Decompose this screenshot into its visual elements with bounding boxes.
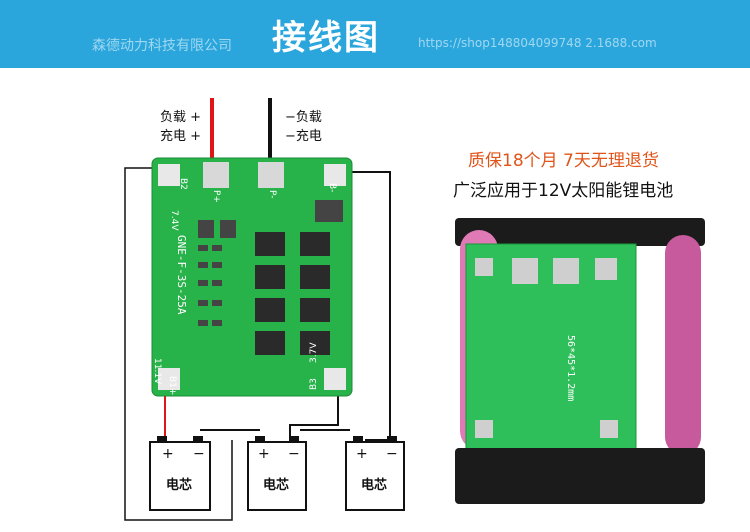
header-banner: 森德动力科技有限公司 接线图 https://shop148804099748 … — [0, 0, 750, 68]
svg-text:−: − — [386, 446, 398, 462]
pcb-bminus-label: B- — [327, 183, 337, 192]
bminus-wire — [318, 171, 391, 441]
pplus-pad — [203, 162, 229, 188]
bminus-pad — [324, 164, 346, 186]
b1-pad — [158, 368, 180, 390]
cell-3: +− — [345, 436, 405, 511]
pcb-37v-label: 3.7V — [309, 342, 319, 363]
pcb-b3-label: B3 — [309, 378, 319, 390]
pcb-model: GNE-F-3S-25A — [175, 235, 188, 315]
svg-text:−: − — [288, 446, 300, 462]
pcb-74v-label: 7.4V — [169, 210, 179, 231]
pcb-pplus-label: P+ — [211, 190, 221, 203]
board-dimension: 56*45*1.2mm — [565, 335, 576, 401]
cell-2-label: 电芯 — [263, 478, 290, 493]
svg-text:+: + — [356, 446, 368, 462]
b3-pad — [324, 368, 346, 390]
mosfet-array — [255, 232, 330, 355]
shop-url: https://shop148804099748 2.1688.com — [418, 36, 657, 50]
product-photo: 56*45*1.2mm — [455, 218, 705, 504]
b2-wire — [124, 167, 233, 521]
pcb-111v-label: 11.1V — [152, 358, 162, 385]
pcb-b2-label: B2 — [178, 178, 188, 190]
neg-charge-label: −充电 — [285, 129, 322, 144]
small-components — [198, 200, 343, 326]
promo-text: 质保18个月 7天无理退货 — [468, 151, 659, 171]
cell-1: +− — [149, 436, 211, 511]
pos-load-label: 负载 + — [160, 110, 202, 125]
company-name: 森德动力科技有限公司 — [92, 38, 232, 54]
cell-2: +− — [247, 436, 307, 511]
pcb-b1-label: B1+ — [167, 376, 177, 395]
pos-charge-label: 充电 + — [160, 129, 202, 144]
svg-text:+: + — [258, 446, 270, 462]
b2-pad — [158, 164, 180, 186]
pcb-pminus-label: P- — [267, 190, 277, 198]
cell-1-label: 电芯 — [166, 478, 193, 493]
svg-text:−: − — [193, 446, 205, 462]
b3-wire — [289, 392, 339, 440]
neg-load-label: −负载 — [285, 110, 322, 125]
page-title: 接线图 — [272, 18, 380, 58]
pminus-pad — [258, 162, 284, 188]
cell-3-label: 电芯 — [361, 478, 388, 493]
usage-text: 广泛应用于12V太阳能锂电池 — [453, 181, 674, 201]
svg-text:+: + — [162, 446, 174, 462]
